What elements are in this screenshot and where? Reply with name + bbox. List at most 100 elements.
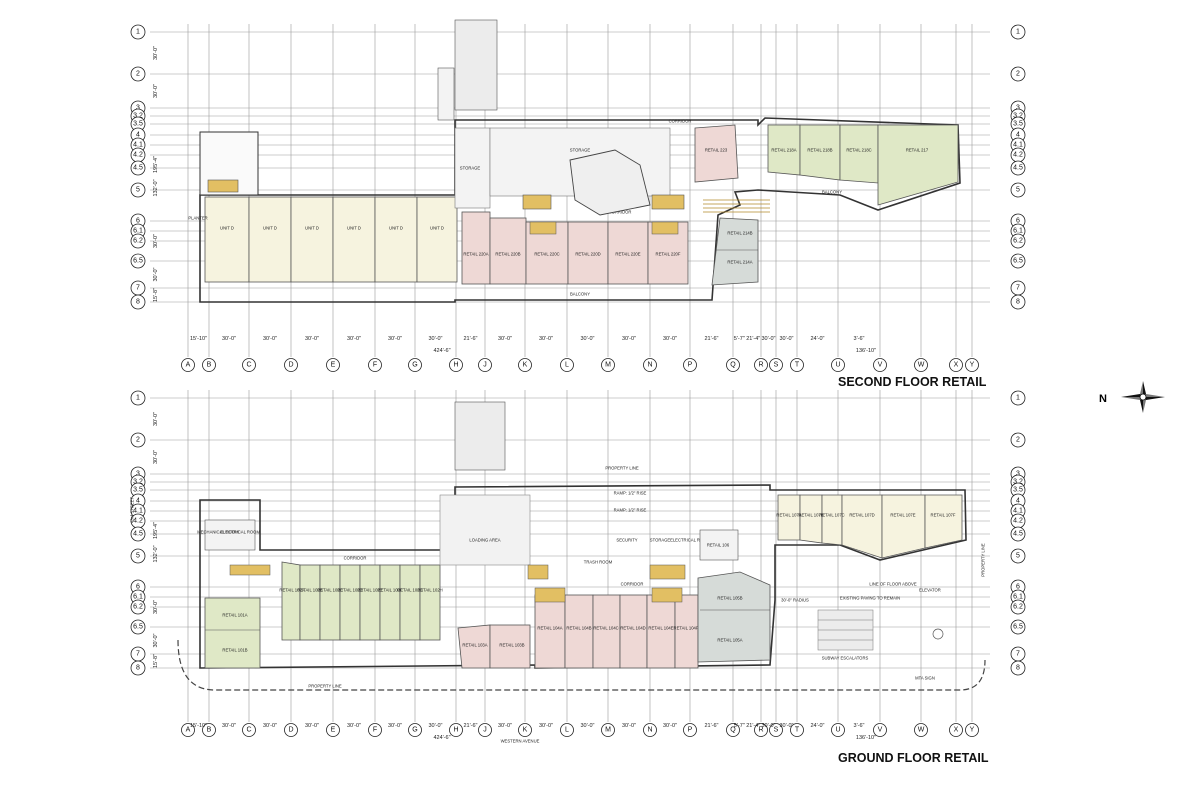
column-dimension: 24'-0" xyxy=(810,336,824,342)
column-label: X xyxy=(954,362,959,369)
retail-label: RETAIL 104E xyxy=(648,626,673,631)
row-dimension: 195'-4" xyxy=(153,156,159,173)
column-dimension: 30'-0" xyxy=(428,336,442,342)
mta-sign-icon xyxy=(932,628,944,640)
retail-label: RETAIL 220F xyxy=(656,252,681,257)
retail-214 xyxy=(711,217,759,286)
north-arrow-icon xyxy=(1121,381,1165,413)
column-label: Q xyxy=(730,362,736,369)
avenue-label: WESTERN AVENUE xyxy=(501,739,540,744)
grid-bubble xyxy=(130,390,146,406)
column-label: G xyxy=(412,362,417,369)
row-label: 4.5 xyxy=(133,165,143,172)
retail-label: RETAIL 214A xyxy=(727,260,752,265)
column-dimension: 30'-0" xyxy=(779,723,793,729)
row-label: 6.1 xyxy=(1013,594,1023,601)
grid-bubble xyxy=(242,358,256,372)
grid-bubble xyxy=(130,526,146,542)
column-label: B xyxy=(207,362,212,369)
grid-bubble xyxy=(284,723,298,737)
column-label: P xyxy=(688,362,693,369)
column-dimension: 5'-7" 21'-4" xyxy=(734,723,761,729)
column-label: C xyxy=(246,362,251,369)
retail-label: RETAIL 107E xyxy=(890,513,915,518)
row-label: 6 xyxy=(136,218,140,225)
column-label: T xyxy=(795,727,800,734)
column-label: J xyxy=(483,362,487,369)
row-label: 4.2 xyxy=(1013,518,1023,525)
property-line-label: PROPERTY LINE xyxy=(605,466,639,471)
column-label: K xyxy=(523,362,528,369)
retail-label: RETAIL 107F xyxy=(931,513,956,518)
row-label: 6.2 xyxy=(133,604,143,611)
row-label: 5 xyxy=(1016,553,1020,560)
property-line-label: PROPERTY LINE xyxy=(981,543,986,577)
row-label: 6.5 xyxy=(1013,624,1023,631)
column-label: J xyxy=(483,727,487,734)
column-dimension: 30'-0" xyxy=(622,723,636,729)
row-label: 4.1 xyxy=(1013,508,1023,515)
balcony-label: BALCONY xyxy=(822,190,842,195)
retail-label: RETAIL 101B xyxy=(222,648,247,653)
row-label: 3 xyxy=(1016,105,1020,112)
retail-label: RETAIL 220E xyxy=(615,252,640,257)
row-label: 3.5 xyxy=(133,487,143,494)
column-dimension: 30'-0" xyxy=(347,336,361,342)
column-label: C xyxy=(246,727,251,734)
retail-label: RETAIL 218B xyxy=(807,148,832,153)
row-dimension: 30'-0" xyxy=(153,84,159,98)
column-label: F xyxy=(373,727,377,734)
floor-above-label: LINE OF FLOOR ABOVE xyxy=(869,582,916,587)
row-label: 6 xyxy=(136,584,140,591)
column-dimension: 24'-0" xyxy=(810,723,824,729)
grid-bubble xyxy=(368,358,382,372)
column-label: D xyxy=(288,727,293,734)
row-label: 4.2 xyxy=(133,152,143,159)
retail-label: RETAIL 107C xyxy=(819,513,844,518)
row-label: 4.5 xyxy=(1013,531,1023,538)
mta-label: MTA SIGN xyxy=(915,676,935,681)
column-dimension: 30'-0" xyxy=(761,336,775,342)
column-dimension: 30'-0" xyxy=(498,723,512,729)
column-label: M xyxy=(605,362,611,369)
retail-label: RETAIL 220A xyxy=(463,252,488,257)
second-floor-title: SECOND FLOOR RETAIL xyxy=(838,375,987,389)
row-label: 6.1 xyxy=(133,594,143,601)
row-label: 3 xyxy=(136,105,140,112)
grid-bubble xyxy=(130,66,146,82)
grid-bubble xyxy=(601,358,615,372)
column-label: M xyxy=(605,727,611,734)
corridor-label: CORRIDOR xyxy=(669,119,692,124)
unit-label: UNIT D xyxy=(430,226,444,231)
column-label: G xyxy=(412,727,417,734)
column-dimension: 30'-0" xyxy=(663,336,677,342)
grid-bubble xyxy=(518,358,532,372)
grid-bubble xyxy=(326,723,340,737)
column-dimension: 30'-0" xyxy=(779,336,793,342)
room-label: SECURITY xyxy=(616,538,637,543)
row-label: 6.2 xyxy=(1013,604,1023,611)
row-label: 4.2 xyxy=(133,518,143,525)
column-dimension: 30'-0" xyxy=(539,336,553,342)
row-dimension: 132'-0" xyxy=(153,179,159,196)
column-label: X xyxy=(954,727,959,734)
grid-bubble xyxy=(202,723,216,737)
retail-label: RETAIL 220D xyxy=(575,252,600,257)
column-label: Q xyxy=(730,727,736,734)
row-dimension: 30'-0" xyxy=(153,633,159,647)
retail-label: RETAIL 107D xyxy=(849,513,874,518)
retail-label: RETAIL 102A xyxy=(279,588,304,593)
grid-bubble xyxy=(130,548,146,564)
row-label: 3 xyxy=(1016,471,1020,478)
unit-label: UNIT D xyxy=(220,226,234,231)
grid-bubble xyxy=(1010,599,1026,615)
retail-label: RETAIL 102G xyxy=(397,588,423,593)
room-label: ELECTRICAL ROOM xyxy=(220,530,260,535)
overall-dimension: 136'-10" xyxy=(856,348,876,354)
column-dimension: 30'-0" xyxy=(222,336,236,342)
retail-label: RETAIL 102F xyxy=(378,588,403,593)
grid-bubble xyxy=(769,358,783,372)
grid-bubble xyxy=(130,599,146,615)
retail-label: RETAIL 102B xyxy=(297,588,322,593)
